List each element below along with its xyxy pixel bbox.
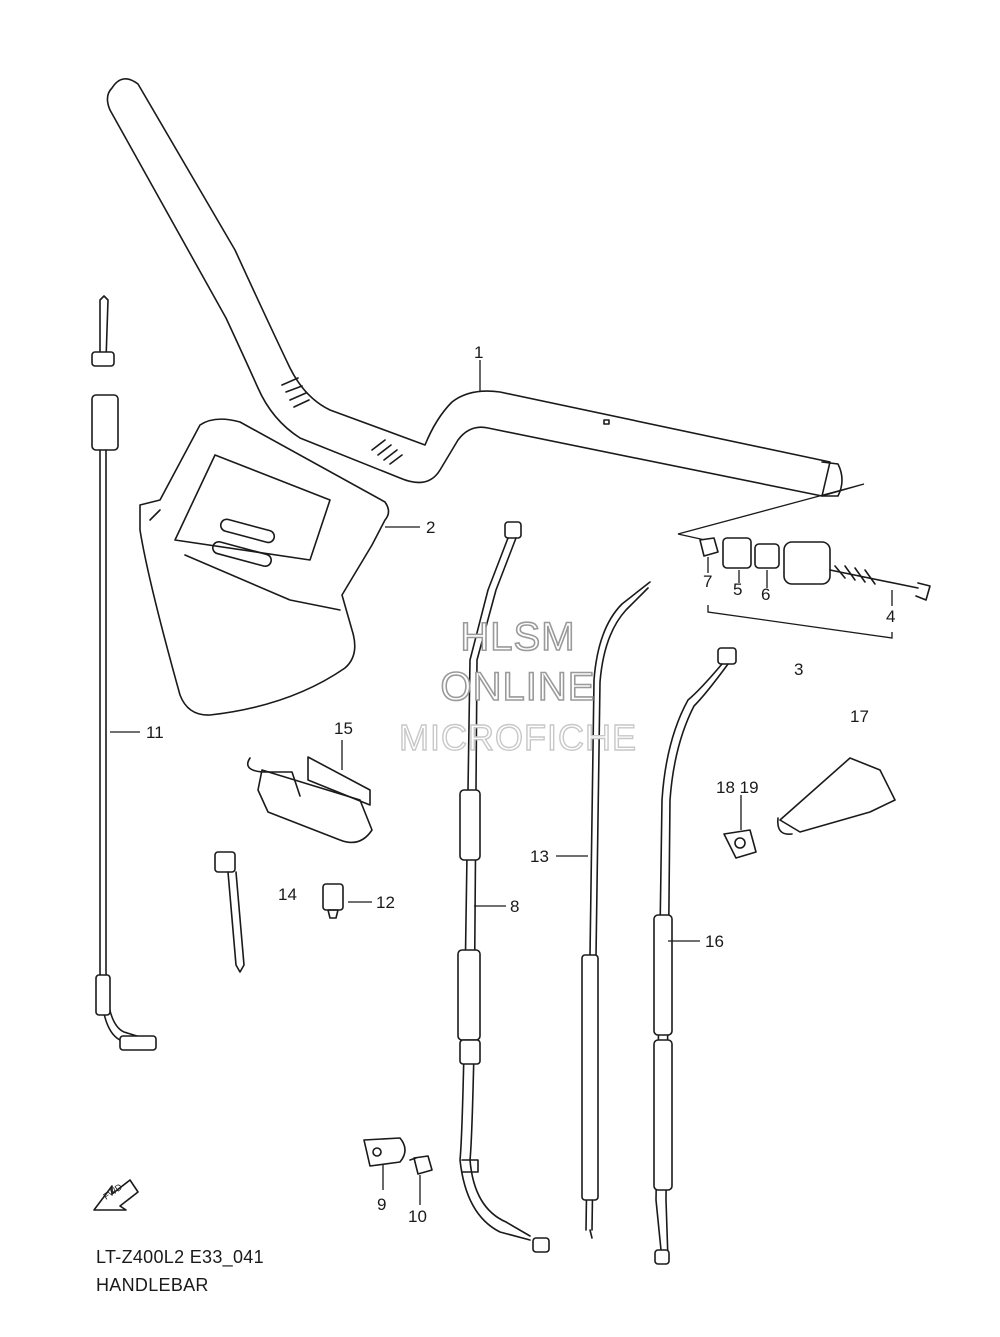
callout-15: 15 [334,719,353,738]
part-clip-12 [322,883,344,919]
watermark: HLSM ONLINE MICROFICHE [398,614,637,759]
watermark-line-3: MICROFICHE [399,717,637,758]
part-handlebar-cover [139,418,390,716]
part-cable-11 [91,295,157,1051]
callout-4: 4 [886,607,895,626]
part-bracket-17 [776,757,896,835]
part-cable-8 [457,521,550,1253]
part-cable-16 [653,647,737,1265]
part-bracket-15 [246,756,373,844]
callout-8: 8 [510,897,519,916]
part-cable-13 [581,581,651,1239]
callout-labels: 1 2 3 4 5 6 7 8 9 10 11 12 13 14 15 16 1… [146,343,895,1226]
callout-11: 11 [146,723,164,742]
part-bolt-10 [409,1155,433,1175]
callout-7: 7 [703,572,712,591]
callout-6: 6 [761,585,770,604]
fwd-arrow: FWD [93,1179,139,1211]
callout-17: 17 [850,707,869,726]
callout-5: 5 [733,580,742,599]
callout-10: 10 [408,1207,427,1226]
callout-leaders [110,360,742,1205]
callout-2: 2 [426,518,435,537]
part-bar-end-set [699,537,931,639]
part-clamp-18-19 [723,829,757,859]
callout-16: 16 [705,932,724,951]
callout-13: 13 [530,847,549,866]
callout-12: 12 [376,893,395,912]
diagram-title: HANDLEBAR [96,1275,209,1295]
callout-18-19: 18 19 [716,778,759,797]
callout-9: 9 [377,1195,386,1214]
callout-14: 14 [278,885,297,904]
part-handlebar [106,78,843,497]
watermark-line-1: HLSM [460,615,575,659]
diagram-code: LT-Z400L2 E33_041 [96,1247,264,1267]
watermark-line-2: ONLINE [441,665,596,709]
part-cable-tie-14 [214,851,245,973]
exploded-view-lines [677,483,865,541]
part-holder-9 [363,1137,406,1167]
callout-1: 1 [474,343,483,362]
callout-3: 3 [794,660,803,679]
